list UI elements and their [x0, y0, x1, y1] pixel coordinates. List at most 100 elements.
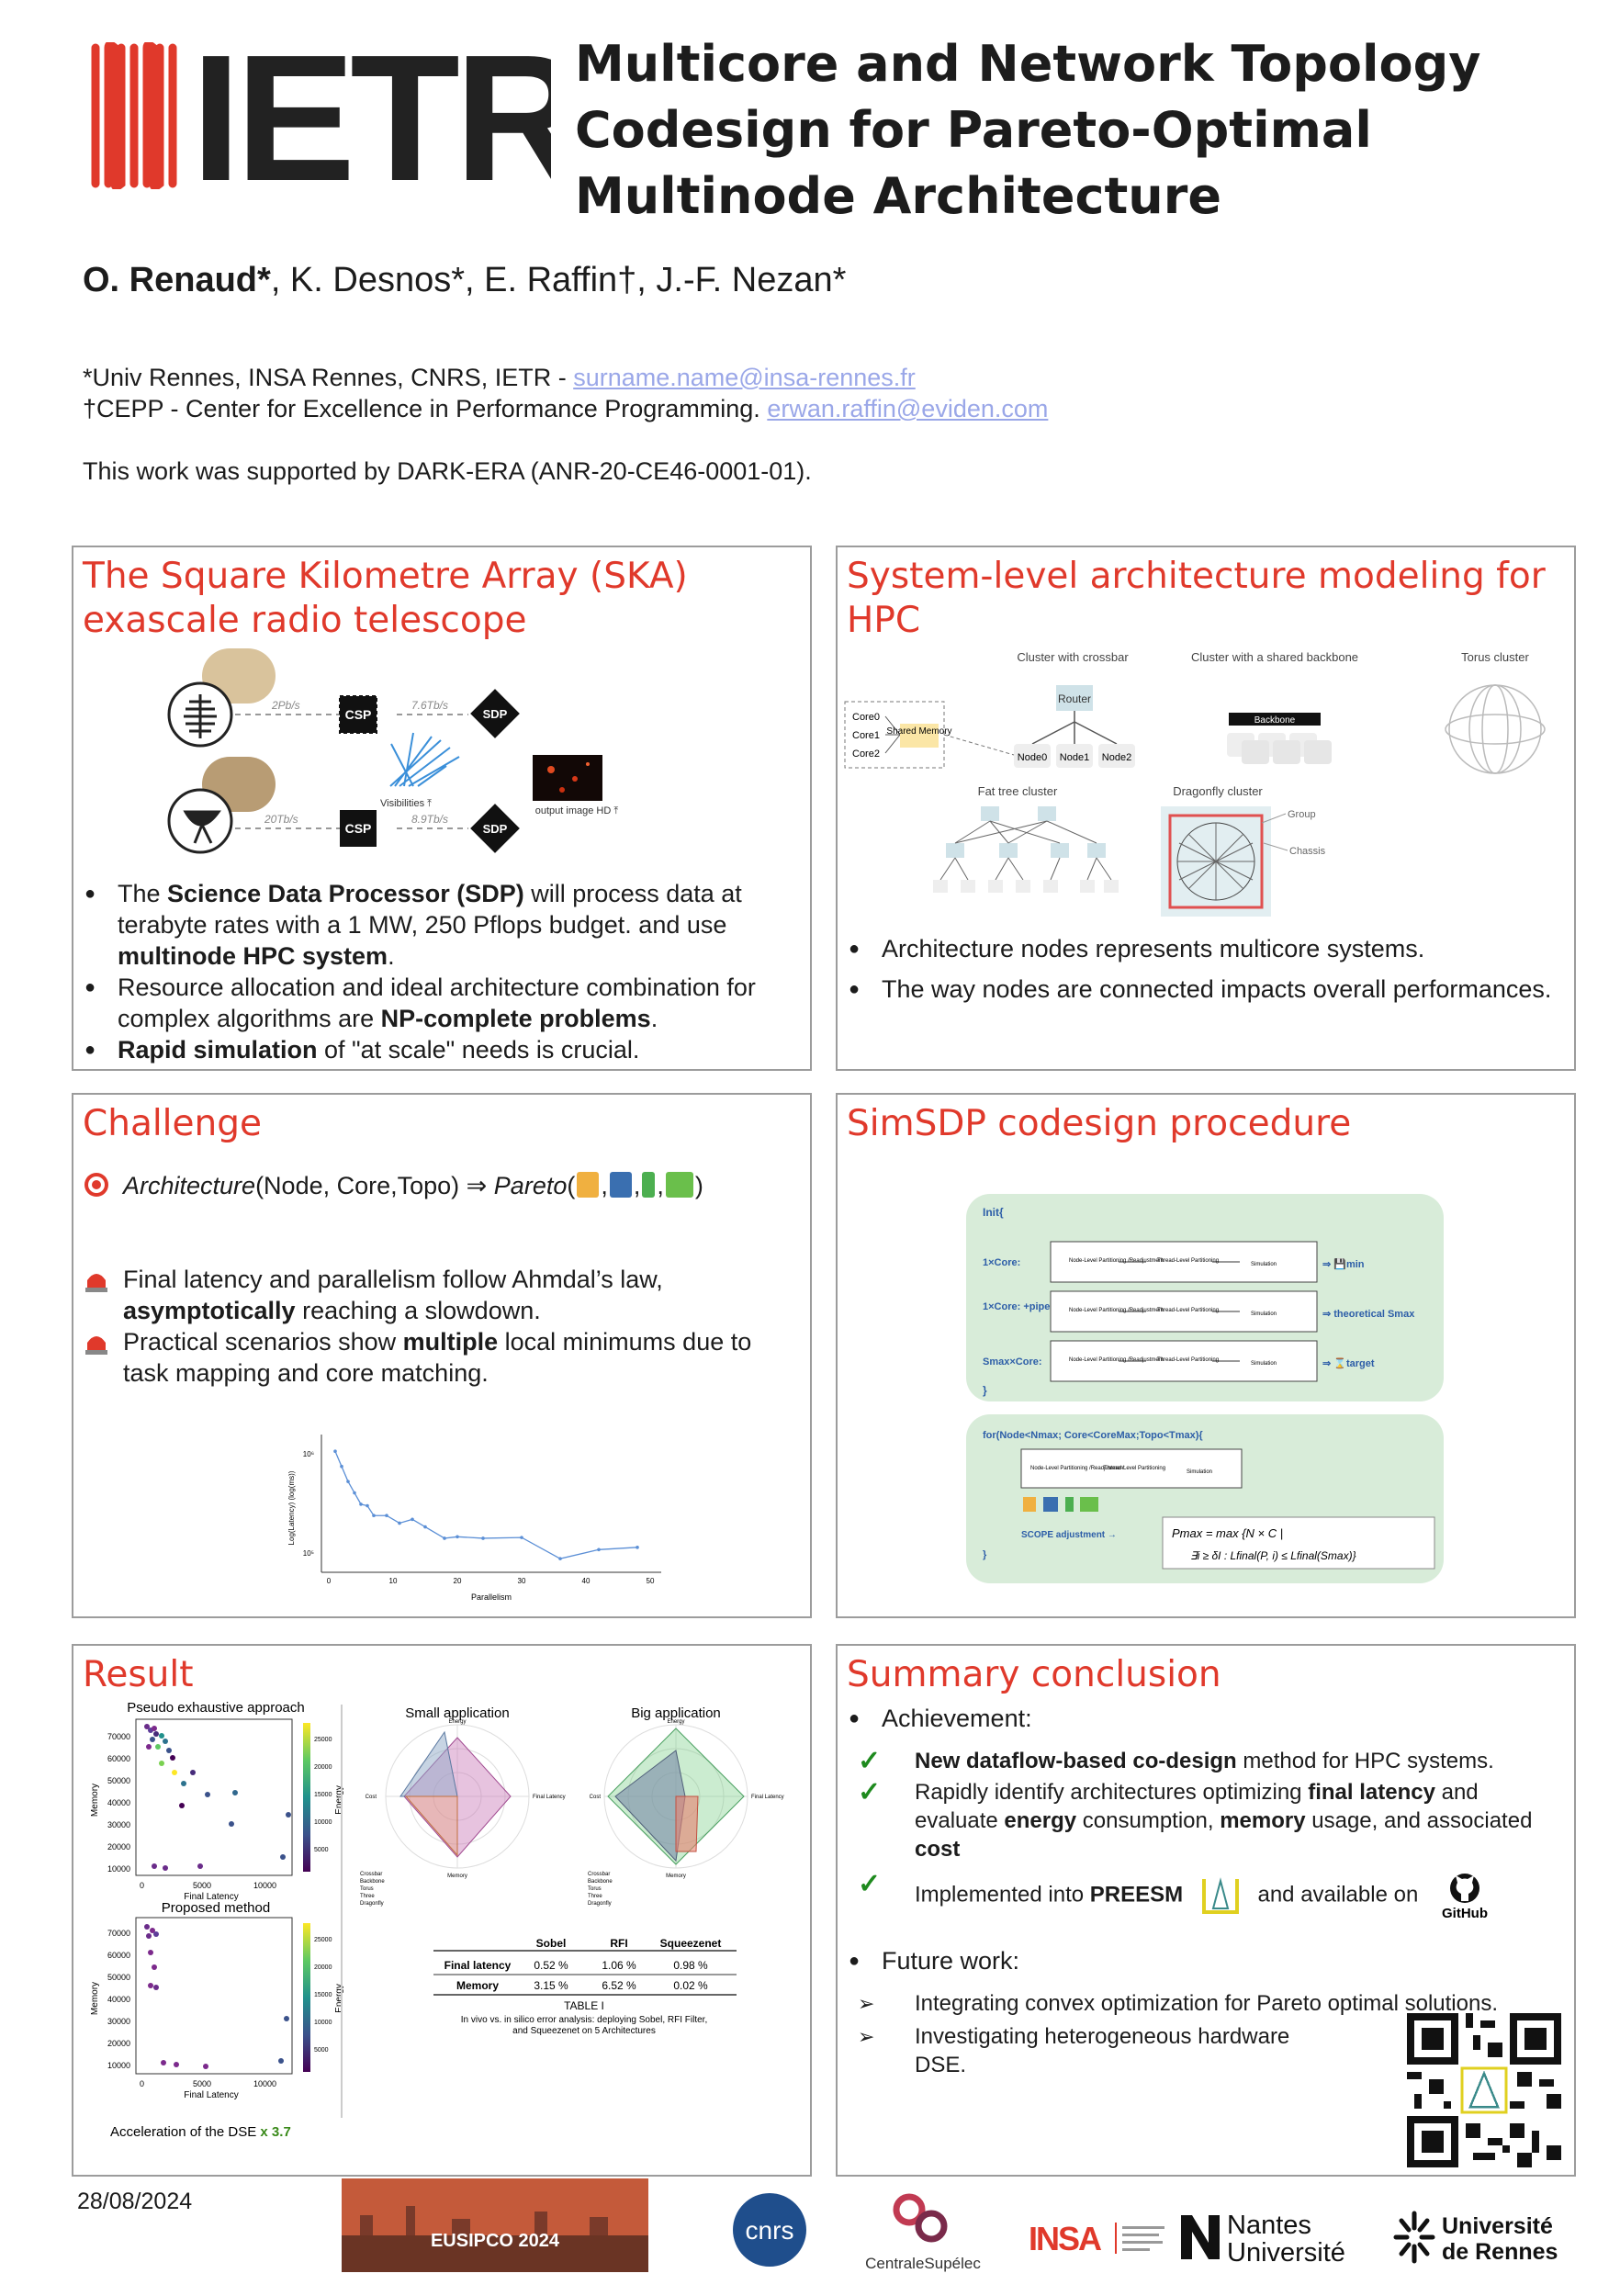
ska-bullets: The Science Data Processor (SDP) will pr… [83, 878, 799, 1065]
scatter-points-2 [144, 1924, 289, 2069]
latency-data-point [366, 1503, 369, 1508]
x-tick: 10000 [253, 1881, 276, 1890]
latency-series-line [334, 1450, 638, 1559]
cbar-tick: 20000 [314, 1764, 332, 1771]
svg-text:Backbone: Backbone [588, 1879, 613, 1885]
svg-text:Simulation: Simulation [1251, 1262, 1277, 1267]
qr-code[interactable] [1407, 2013, 1561, 2167]
table-cell: 1.06 % [602, 1959, 636, 1972]
table-cell: 0.02 % [673, 1979, 708, 1992]
x-tick-label: 50 [647, 1577, 655, 1585]
simsdp-diagram: Init{ 1×Core: Node-Level Partitioning /R… [966, 1194, 1444, 1583]
radar-axis-label: Final Latency [533, 1795, 566, 1800]
cbar-tick: 10000 [314, 1819, 332, 1826]
dish-antenna-glyph [183, 810, 221, 844]
y-tick: 70000 [107, 1929, 130, 1938]
svg-text:Simulation: Simulation [1251, 1311, 1277, 1317]
money-icon [665, 1172, 693, 1198]
table-cell: Memory [456, 1979, 499, 1992]
svg-text:Torus: Torus [588, 1886, 602, 1892]
svg-text:⇒ theoretical Smax: ⇒ theoretical Smax [1322, 1309, 1415, 1320]
y-tick: 60000 [107, 1754, 130, 1763]
cbar-tick: 20000 [314, 1964, 332, 1971]
radar-axis-label: Memory [447, 1874, 467, 1879]
core-label: Core0 [852, 712, 880, 723]
affiliation-1: *Univ Rennes, INSA Rennes, CNRS, IETR - … [83, 364, 916, 392]
x-label: Final Latency [184, 1892, 238, 1902]
insa-logo: INSA [1029, 2220, 1164, 2257]
poster-title: Multicore and Network Topology Codesign … [575, 31, 1567, 230]
topology-figure: Cluster with crossbar Router Node0 Node1… [844, 650, 1546, 917]
latency-data-point [346, 1480, 350, 1483]
siren-icon [85, 1336, 107, 1355]
radar-big [603, 1724, 748, 1869]
svg-text:Thread-Level Partitioning: Thread-Level Partitioning [1157, 1308, 1219, 1313]
svg-text:Torus: Torus [360, 1886, 374, 1892]
svg-text:IETR: IETR [191, 42, 551, 189]
svg-text:SDP: SDP [483, 822, 508, 836]
bullet-item: The Science Data Processor (SDP) will pr… [83, 878, 799, 972]
latency-data-point [520, 1536, 523, 1539]
x-tick: 5000 [193, 1881, 211, 1890]
equation-args: (Node, Core,Topo) ⇒ [255, 1172, 494, 1199]
table-header: RFI [610, 1937, 627, 1950]
output-image [533, 755, 602, 801]
svg-text:Nantes: Nantes [1227, 2211, 1311, 2240]
radar-axis-label: Cost [590, 1795, 602, 1800]
latency-data-point [558, 1557, 562, 1560]
eusipco-logo: EUSIPCO 2024 [342, 2178, 648, 2272]
colorbar-1 [303, 1723, 310, 1872]
bullet-item: Architecture nodes represents multicore … [847, 933, 1563, 964]
future-heading: Future work: [847, 1945, 1563, 1976]
svg-text:1×Core: +pipeline: 1×Core: +pipeline [983, 1301, 1067, 1312]
radar-small [385, 1724, 530, 1869]
latency-data-point [423, 1525, 427, 1529]
email-link[interactable]: surname.name@insa-rennes.fr [573, 364, 916, 391]
loop-label: for(Node<Nmax; Core<CoreMax;Topo<Tmax){ [983, 1430, 1203, 1441]
group-label: Group [1288, 809, 1316, 820]
cbar-tick: 5000 [314, 1847, 329, 1853]
check-item-2: ✓ Rapidly identify architectures optimiz… [858, 1777, 1533, 1862]
floppy-icon [609, 1172, 632, 1198]
cbar-tick: 5000 [314, 2047, 329, 2054]
authors: O. Renaud*, K. Desnos*, E. Raffin†, J.-F… [83, 261, 846, 300]
csp-chip-bottom: CSP [340, 810, 377, 847]
affiliation-text: †CEPP - Center for Excellence in Perform… [83, 395, 768, 422]
y-tick: 50000 [107, 1973, 130, 1982]
cbar-tick: 15000 [314, 1992, 332, 1998]
table-cell: 0.52 % [534, 1959, 568, 1972]
loop-stage-box [1020, 1448, 1243, 1489]
svg-text:Node-Level Partitioning /Readj: Node-Level Partitioning /Readjustment [1069, 1308, 1164, 1313]
init-close: } [983, 1384, 987, 1397]
csp-chip-top: CSP [339, 695, 377, 734]
title-line: Multinode Architecture [575, 167, 1221, 225]
svg-text:Université: Université [1227, 2238, 1345, 2267]
x-tick-label: 40 [582, 1577, 591, 1585]
siren-icon [85, 1274, 107, 1292]
svg-text:CentraleSupélec: CentraleSupélec [865, 2255, 981, 2272]
cbar-label: Energy [334, 1984, 344, 2013]
crossbar-title: Cluster with crossbar [1017, 650, 1129, 664]
email-link[interactable]: erwan.raffin@eviden.com [767, 395, 1049, 422]
y-tick: 60000 [107, 1951, 130, 1960]
svg-text:INSA: INSA [1029, 2220, 1102, 2257]
github-logo[interactable]: GitHub [1437, 1870, 1492, 1921]
y-tick: 70000 [107, 1732, 130, 1741]
table-caption: In vivo vs. in silico error analysis: de… [461, 2015, 707, 2025]
challenge-item-2: Practical scenarios show multiple local … [83, 1326, 799, 1389]
latency-data-point [398, 1521, 401, 1525]
panel-hpc: System-level architecture modeling for H… [836, 546, 1576, 1071]
radar-axis-label: Memory [666, 1874, 686, 1879]
stage-label: Thread-Level Partitioning [1104, 1466, 1165, 1471]
y-tick: 40000 [107, 1995, 130, 2004]
latency-data-point [597, 1548, 601, 1552]
objective-icons [1023, 1497, 1098, 1512]
bullet-item: The way nodes are connected impacts over… [847, 974, 1563, 1005]
preesm-logo[interactable] [1200, 1875, 1241, 1916]
latency-data-point [481, 1536, 485, 1540]
rate-label: 7.6Tb/s [411, 699, 448, 712]
future-item-1: ➢ Integrating convex optimization for Pa… [858, 1991, 1499, 2016]
cbar-tick: 25000 [314, 1737, 332, 1743]
node-label: Node0 [1018, 752, 1047, 763]
